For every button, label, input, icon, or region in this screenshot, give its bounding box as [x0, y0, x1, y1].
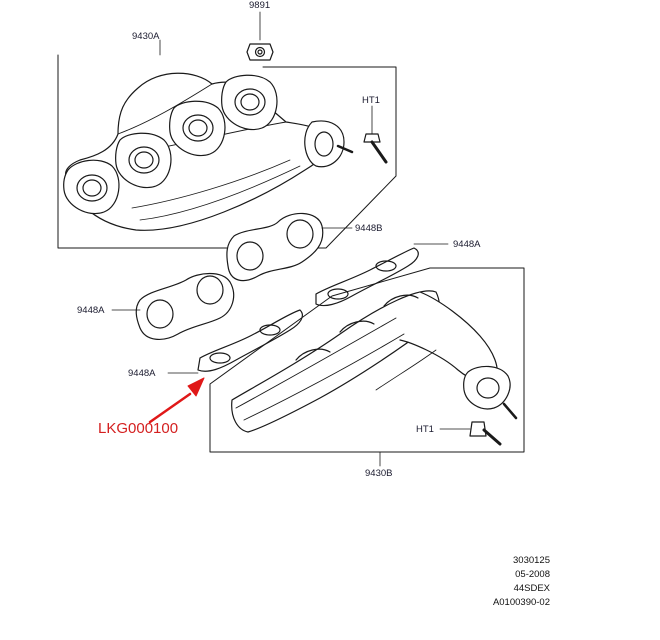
meta-line: 44SDEX — [513, 583, 550, 594]
gasket-9448A-right — [315, 243, 449, 307]
upper-exhaust-manifold — [63, 72, 354, 231]
gasket-9448A-left — [111, 272, 235, 340]
callout-label: LKG000100 — [98, 420, 179, 437]
label-9448A-left: 9448A — [77, 305, 105, 316]
label-9448A-right: 9448A — [453, 239, 481, 250]
bolt-ht1-bottom — [439, 421, 502, 446]
upper-manifold-frame — [57, 54, 397, 249]
document-meta: 3030125 05-2008 44SDEX A0100390-02 — [493, 554, 550, 610]
label-9448A-lower: 9448A — [128, 368, 156, 379]
meta-line: 05-2008 — [515, 569, 550, 580]
label-9430A: 9430A — [132, 31, 160, 42]
bolt-ht1-top — [363, 105, 388, 164]
meta-line: A0100390-02 — [492, 597, 550, 608]
nut-9891 — [246, 11, 274, 61]
label-9448B: 9448B — [355, 223, 383, 234]
label-9430B: 9430B — [365, 468, 393, 479]
label-9891: 9891 — [249, 0, 271, 11]
lower-exhaust-manifold — [231, 290, 518, 433]
meta-line: 3030125 — [513, 555, 550, 566]
lower-manifold-frame — [209, 267, 525, 453]
gasket-9448B — [226, 212, 353, 282]
gasket-9448A-lower — [167, 309, 303, 374]
label-ht1-bottom: HT1 — [416, 424, 434, 435]
label-ht1-top: HT1 — [362, 95, 380, 106]
callout-arrow — [148, 377, 205, 424]
